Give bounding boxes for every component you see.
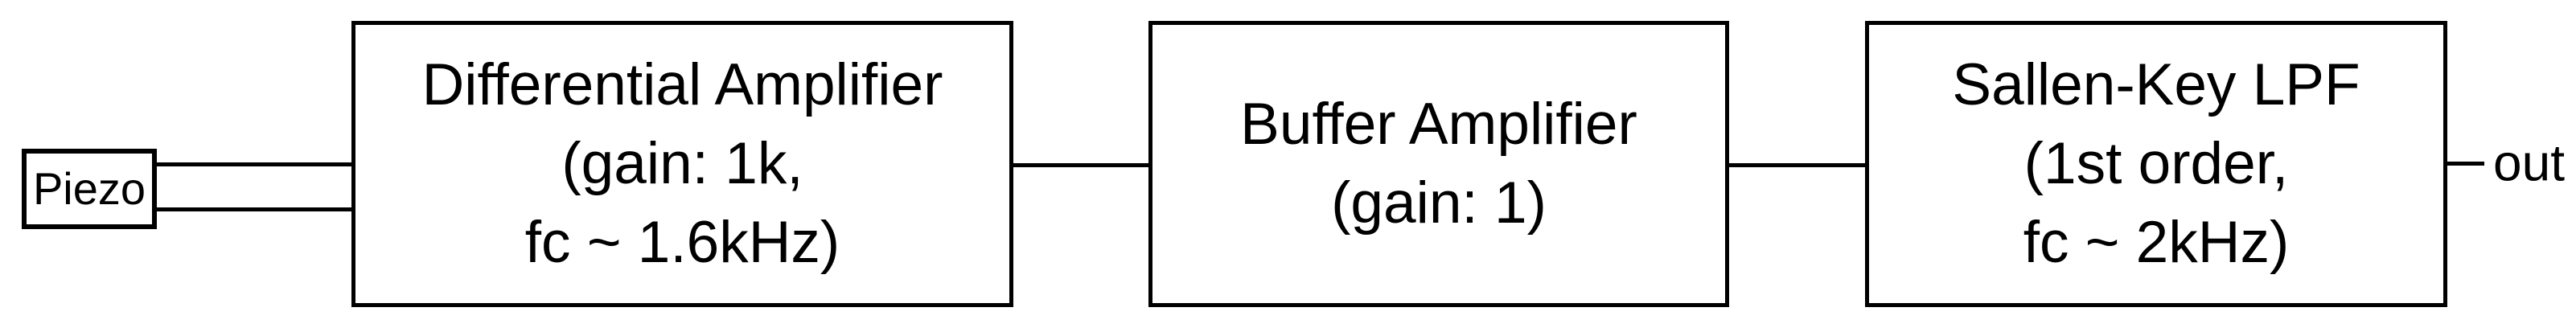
buffer-amplifier-gain-line: (gain: 1) <box>1331 170 1547 236</box>
sallen-key-lpf-title: Sallen-Key LPF <box>1952 52 2360 117</box>
differential-amplifier-fc-line: fc ~ 1.6kHz) <box>524 210 840 275</box>
sallen-key-lpf-order-line: (1st order, <box>2023 131 2289 196</box>
differential-amplifier-gain-line: (gain: 1k, <box>561 131 803 196</box>
piezo-wire-bottom <box>157 207 351 211</box>
piezo-wire-top <box>157 162 351 166</box>
connector-buffer-to-lpf <box>1729 163 1865 167</box>
connector-diffamp-to-buffer <box>1013 163 1148 167</box>
piezo-source-box: Piezo <box>22 149 157 229</box>
buffer-amplifier-block: Buffer Amplifier (gain: 1) <box>1148 21 1729 307</box>
buffer-amplifier-title: Buffer Amplifier <box>1240 92 1637 157</box>
sallen-key-lpf-block: Sallen-Key LPF (1st order, fc ~ 2kHz) <box>1865 21 2447 307</box>
piezo-label: Piezo <box>32 163 146 214</box>
differential-amplifier-title: Differential Amplifier <box>421 52 943 117</box>
output-wire <box>2447 162 2484 166</box>
differential-amplifier-block: Differential Amplifier (gain: 1k, fc ~ 1… <box>351 21 1013 307</box>
output-label: out <box>2493 133 2565 192</box>
sallen-key-lpf-fc-line: fc ~ 2kHz) <box>2023 210 2290 275</box>
